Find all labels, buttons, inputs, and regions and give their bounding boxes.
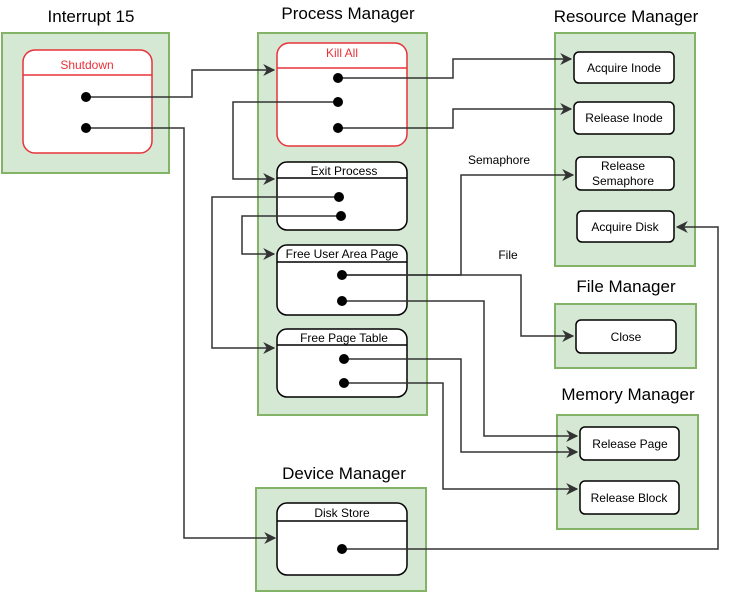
dot-kill-all-3[interactable] — [333, 123, 343, 133]
edge-shutdown-to-kill-all — [86, 64, 276, 98]
box-close-label: Close — [611, 330, 642, 344]
dot-free-user-area-page-2[interactable] — [337, 296, 347, 306]
box-release-inode-frame — [573, 101, 675, 135]
edge-kill-all-to-release-inode — [338, 103, 573, 129]
box-release-inode-label: Release Inode — [585, 111, 663, 125]
box-release-block-frame — [579, 480, 680, 515]
edge-free-user-area-page-to-release-page — [342, 300, 579, 442]
edge-exit-process-to-free-user-area-page — [241, 215, 341, 260]
box-release-page-label: Release Page — [592, 437, 668, 451]
edge-free-user-area-page-to-close — [342, 274, 575, 342]
box-release-block-label: Release Block — [591, 491, 669, 505]
container-title-device-manager: Device Manager — [282, 464, 406, 483]
box-release-semaphore-label-line1: Release — [601, 159, 645, 173]
container-title-process-manager: Process Manager — [281, 4, 415, 23]
card-shutdown-title: Shutdown — [60, 58, 113, 72]
dot-shutdown-1[interactable] — [81, 92, 91, 102]
box-acquire-inode[interactable]: Acquire Inode — [573, 51, 675, 84]
box-acquire-disk-label: Acquire Disk — [591, 220, 659, 234]
box-release-block[interactable]: Release Block — [579, 480, 680, 515]
dot-free-page-table-1[interactable] — [339, 354, 349, 364]
container-title-resource-manager: Resource Manager — [554, 7, 699, 26]
edge-exit-process-to-free-page-table — [211, 196, 339, 354]
box-close-frame — [575, 319, 677, 354]
card-kill-all[interactable]: Kill All — [276, 42, 408, 147]
edge-shutdown-to-disk-store — [86, 127, 277, 544]
box-acquire-inode-label: Acquire Inode — [587, 61, 661, 75]
container-title-memory-manager: Memory Manager — [561, 385, 695, 404]
connection-dots — [81, 73, 349, 554]
dot-kill-all-1[interactable] — [333, 73, 343, 83]
box-acquire-disk[interactable]: Acquire Disk — [576, 210, 675, 243]
box-release-semaphore-label-line2: Semaphore — [592, 174, 654, 188]
edge-disk-store-to-acquire-disk — [342, 221, 719, 550]
edge-kill-all-to-exit-process — [232, 101, 338, 185]
dot-free-user-area-page-1[interactable] — [337, 270, 347, 280]
edges — [86, 53, 719, 550]
box-release-semaphore-frame — [575, 156, 675, 191]
box-release-page[interactable]: Release Page — [579, 426, 680, 461]
box-acquire-inode-frame — [573, 51, 675, 84]
dot-disk-store-1[interactable] — [337, 544, 347, 554]
edge-label-semaphore: Semaphore — [468, 153, 530, 167]
box-release-inode[interactable]: Release Inode — [573, 101, 675, 135]
card-kill-all-title: Kill All — [326, 46, 358, 60]
dot-free-page-table-2[interactable] — [339, 378, 349, 388]
card-free-page-table-title: Free Page Table — [300, 331, 388, 345]
card-disk-store[interactable]: Disk Store — [276, 502, 408, 576]
card-exit-process-title: Exit Process — [311, 164, 378, 178]
dot-exit-process-2[interactable] — [336, 211, 346, 221]
edge-free-page-table-to-release-block — [344, 382, 579, 495]
container-title-interrupt-15: Interrupt 15 — [48, 7, 135, 26]
dot-kill-all-2[interactable] — [333, 97, 343, 107]
box-acquire-disk-frame — [576, 210, 675, 243]
box-release-page-frame — [579, 426, 680, 461]
container-title-file-manager: File Manager — [576, 277, 676, 296]
dot-exit-process-1[interactable] — [334, 192, 344, 202]
card-disk-store-title: Disk Store — [314, 506, 370, 520]
box-close[interactable]: Close — [575, 319, 677, 354]
box-release-semaphore[interactable]: Release Semaphore — [575, 156, 675, 191]
edge-kill-all-to-acquire-inode — [338, 53, 573, 79]
edge-label-file: File — [498, 248, 518, 262]
edge-free-page-table-to-release-page — [344, 358, 579, 458]
card-free-user-area-page-title: Free User Area Page — [286, 247, 399, 261]
dot-shutdown-2[interactable] — [81, 123, 91, 133]
